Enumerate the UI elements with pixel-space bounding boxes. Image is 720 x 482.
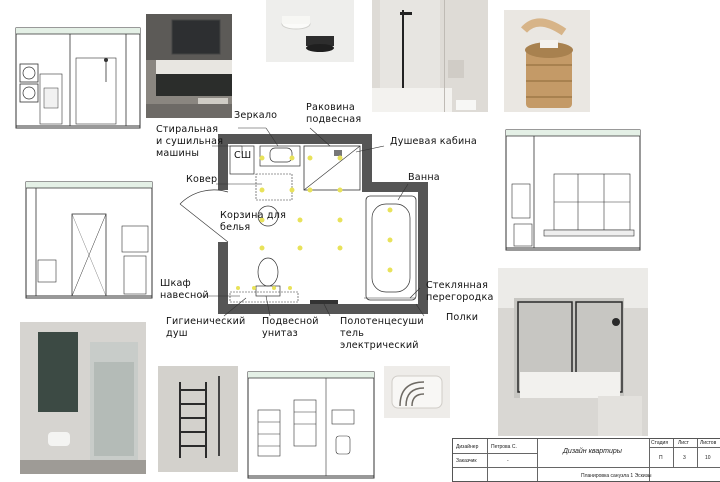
photo-laundry-basket [504, 10, 590, 112]
photo-rug [384, 366, 450, 418]
label-basket-line1: Корзина для [220, 210, 287, 221]
tb-sheet-label: Лист [678, 440, 689, 446]
label-rug: Ковер [186, 174, 218, 185]
tb-stage-value: П [659, 455, 663, 461]
label-towel-dryer-line2: тель [340, 328, 365, 339]
photo-vanity [146, 14, 232, 118]
tb-sheet-value: 3 [683, 455, 686, 461]
label-washer-line1: Стиральная [156, 124, 219, 135]
label-sink-line1: Раковина [306, 102, 355, 113]
tb-project-title: Дизайн квартиры [563, 448, 622, 455]
tb-stage-label: Стадия [651, 440, 669, 446]
label-hung-toilet-line1: Подвесной [262, 316, 319, 327]
label-glass-partition-line2: перегородка [426, 292, 494, 303]
label-hung-toilet-line2: унитаз [262, 328, 298, 339]
label-towel-dryer-line3: электрический [340, 340, 419, 351]
tb-designer-label: Дизайнер [456, 444, 479, 450]
tb-sheets-label: Листов [700, 440, 717, 446]
floor-plan [179, 127, 428, 317]
photo-shower-room [372, 0, 488, 112]
label-shelves: Полки [446, 312, 479, 323]
title-block: Дизайнер Петрова С. Заказчик - Дизайн кв… [452, 438, 720, 482]
elevation-laundry-wall [15, 27, 141, 129]
photo-ceiling-lamps [266, 0, 354, 62]
photo-toilet-shower [20, 322, 146, 474]
label-towel-dryer-line1: Полотенцесуши [340, 316, 424, 327]
tb-designer-name: Петрова С. [491, 444, 517, 450]
tb-subtitle: Планировка санузла 1 Эскизы [581, 473, 652, 479]
elevation-bath-wall [505, 129, 641, 251]
label-appliance-code: СШ [234, 150, 252, 161]
photo-towel-dryer [158, 366, 238, 472]
label-washer-line2: и сушильная [156, 136, 224, 147]
photo-bath-glass [498, 268, 648, 436]
elevation-towel-wall [247, 371, 375, 479]
elevation-door-wall [25, 181, 153, 299]
label-bathtub: Ванна [408, 172, 440, 183]
label-washer-line3: машины [156, 148, 200, 159]
label-basket-line2: белья [220, 222, 251, 233]
tb-sheets-value: 10 [705, 455, 711, 461]
label-shower-cabin: Душевая кабина [390, 136, 477, 147]
label-glass-partition-line1: Стеклянная [426, 280, 489, 291]
label-mirror: Зеркало [234, 110, 278, 121]
label-hygienic-shower-line2: душ [166, 328, 188, 339]
label-hygienic-shower-line1: Гигиенический [166, 316, 246, 327]
label-wall-cabinet-line2: навесной [160, 290, 209, 301]
label-sink-line2: подвесная [306, 114, 362, 125]
label-wall-cabinet-line1: Шкаф [160, 278, 191, 289]
tb-customer-label: Заказчик [456, 458, 477, 464]
tb-customer-name: - [507, 458, 509, 464]
